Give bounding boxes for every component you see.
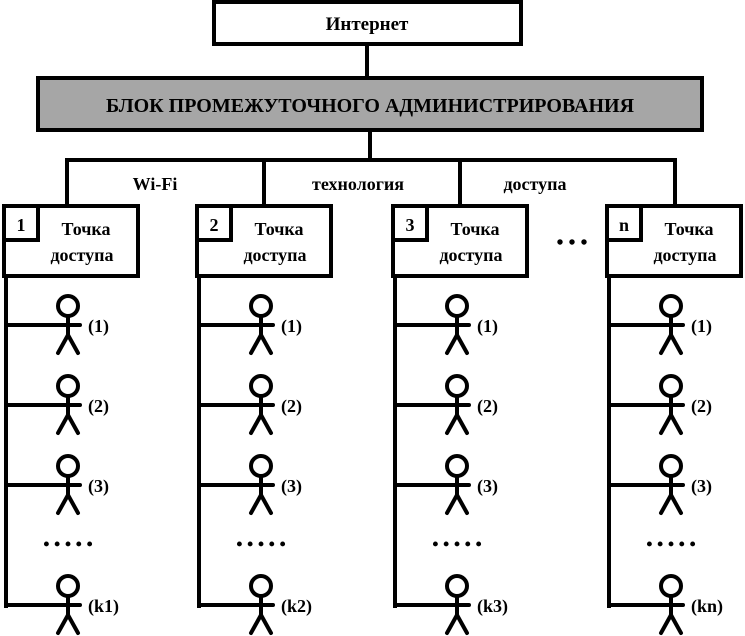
access-point-number: 2 xyxy=(210,215,219,235)
user-label: (2) xyxy=(281,396,302,417)
user-entry: (2) xyxy=(6,374,109,435)
user-entry: (1) xyxy=(609,294,712,355)
access-point-label-line1: Точка xyxy=(665,219,714,239)
access-point-label-line2: доступа xyxy=(439,245,502,265)
access-point-ellipsis: • • • xyxy=(556,232,587,254)
user-entry: (3) xyxy=(199,454,302,515)
user-label: (3) xyxy=(477,476,498,497)
user-label: (3) xyxy=(691,476,712,497)
user-label: (1) xyxy=(281,316,302,337)
access-point-number: 3 xyxy=(406,215,415,235)
technology-word-tech: технология xyxy=(312,174,404,194)
admin-block-label: БЛОК ПРОМЕЖУТОЧНОГО АДМИНИСТРИРОВАНИЯ xyxy=(106,95,635,117)
access-point-column-n: n Точка доступа (1) (2) (3) (kn) • • • • • xyxy=(605,204,743,635)
user-label: (1) xyxy=(477,316,498,337)
user-entry: (k2) xyxy=(199,574,312,635)
access-point-column-2: 2 Точка доступа (1) (2) (3) (k2) • • • • • xyxy=(195,204,333,635)
user-entry: (kn) xyxy=(609,574,723,635)
user-ellipsis: • • • • • xyxy=(432,534,482,554)
access-point-number-box xyxy=(195,204,233,242)
user-icon xyxy=(657,294,685,355)
user-icon xyxy=(443,294,471,355)
user-icon xyxy=(247,454,275,515)
access-point-label-line2: доступа xyxy=(653,245,716,265)
user-entry: (3) xyxy=(609,454,712,515)
user-label: (2) xyxy=(691,396,712,417)
user-icon xyxy=(657,374,685,435)
user-icon xyxy=(247,574,275,635)
user-icon xyxy=(54,294,82,355)
user-entry: (3) xyxy=(395,454,498,515)
user-icon xyxy=(657,454,685,515)
user-icon xyxy=(443,574,471,635)
user-label: (k2) xyxy=(281,596,312,617)
user-entry: (1) xyxy=(199,294,302,355)
user-icon xyxy=(54,374,82,435)
user-label: (2) xyxy=(477,396,498,417)
user-label: (3) xyxy=(88,476,109,497)
access-point-number: 1 xyxy=(17,215,26,235)
user-icon xyxy=(657,574,685,635)
user-entry: (2) xyxy=(395,374,498,435)
user-label: (1) xyxy=(88,316,109,337)
user-icon xyxy=(443,374,471,435)
user-ellipsis: • • • • • xyxy=(43,534,93,554)
access-point-number: n xyxy=(619,215,629,235)
user-icon xyxy=(54,574,82,635)
access-point-column-1: 1 Точка доступа (1) (2) (3) (k1) • • • • • xyxy=(2,204,140,635)
access-point-column-3: 3 Точка доступа (1) (2) (3) (k3) • • • • • xyxy=(391,204,529,635)
user-entry: (k3) xyxy=(395,574,508,635)
user-entry: (3) xyxy=(6,454,109,515)
internet-label: Интернет xyxy=(326,14,409,35)
user-ellipsis: • • • • • xyxy=(236,534,286,554)
user-label: (1) xyxy=(691,316,712,337)
access-point-number-box xyxy=(391,204,429,242)
user-ellipsis: • • • • • xyxy=(646,534,696,554)
access-point-number-box xyxy=(605,204,643,242)
access-point-label-line1: Точка xyxy=(255,219,304,239)
user-icon xyxy=(54,454,82,515)
user-icon xyxy=(247,374,275,435)
user-icon xyxy=(247,294,275,355)
user-label: (2) xyxy=(88,396,109,417)
admin-block-box xyxy=(36,76,704,132)
access-point-label-line1: Точка xyxy=(62,219,111,239)
access-point-number-box xyxy=(2,204,40,242)
user-icon xyxy=(443,454,471,515)
user-entry: (2) xyxy=(609,374,712,435)
access-point-label-line2: доступа xyxy=(243,245,306,265)
technology-word-wifi: Wi-Fi xyxy=(133,174,178,194)
user-label: (k3) xyxy=(477,596,508,617)
access-point-label-line1: Точка xyxy=(451,219,500,239)
access-point-label-line2: доступа xyxy=(50,245,113,265)
user-label: (3) xyxy=(281,476,302,497)
user-entry: (k1) xyxy=(6,574,119,635)
technology-word-access: доступа xyxy=(503,174,566,194)
user-entry: (2) xyxy=(199,374,302,435)
user-entry: (1) xyxy=(395,294,498,355)
user-entry: (1) xyxy=(6,294,109,355)
user-label: (kn) xyxy=(691,596,723,617)
user-label: (k1) xyxy=(88,596,119,617)
